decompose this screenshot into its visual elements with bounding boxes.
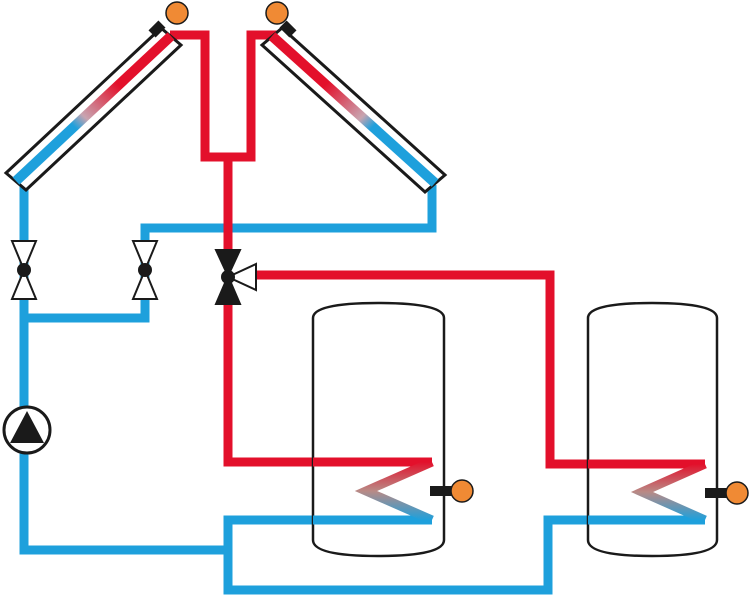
hot-collector-right-pipe <box>228 30 290 162</box>
collector-left-sensor <box>148 1 189 38</box>
collector-right <box>259 26 448 194</box>
shutoff-valve-left <box>10 240 38 300</box>
coil-right <box>630 459 707 525</box>
tank-left-sensor <box>430 479 474 503</box>
storage-tank-left <box>311 301 446 558</box>
coil-left <box>354 457 434 525</box>
collector-left <box>3 25 184 193</box>
three-way-valve <box>214 249 257 305</box>
tank-internal-pipes <box>313 457 705 525</box>
hot-collector-left-pipe <box>170 30 228 162</box>
storage-tank-right <box>586 301 719 558</box>
cold-return-main-pipe <box>19 185 705 595</box>
cold-bypass-pipe <box>24 185 437 323</box>
shutoff-valve-right <box>131 240 159 300</box>
circulation-pump <box>2 405 52 455</box>
tank-right-sensor <box>705 481 749 505</box>
collector-right-sensor <box>265 1 297 38</box>
